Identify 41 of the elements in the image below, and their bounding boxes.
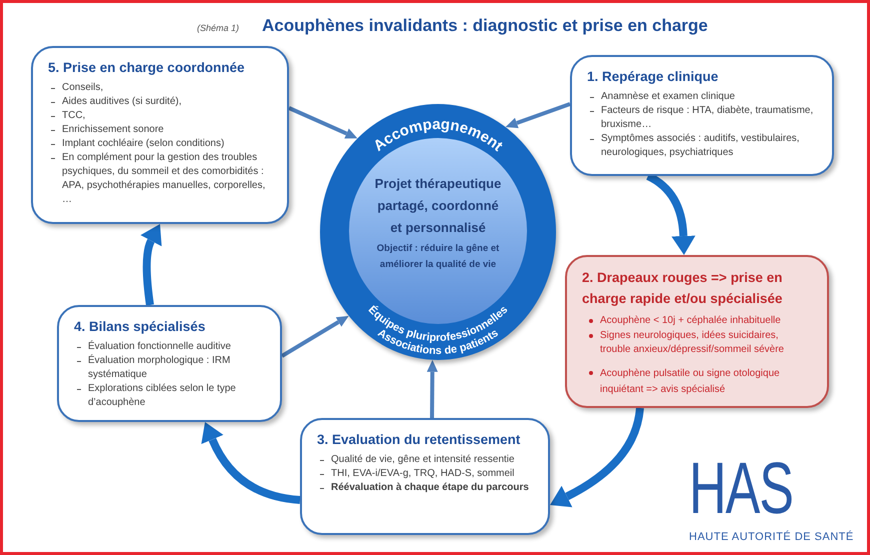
step-title: 5. Prise en charge coordonnée: [48, 59, 246, 77]
list-item: Enrichissement sonore: [51, 123, 277, 137]
list-item: Explorations ciblées selon le type d’acouphène: [77, 382, 270, 410]
curved-arrow: [201, 422, 300, 504]
step-title: 2. Drapeaux rouges => prise en charge rapide et/ou spécialisée: [582, 269, 784, 308]
curved-arrow: [140, 223, 162, 306]
core-note: Objectif : réduire la gêne et améliorer la qualité de vie: [376, 242, 500, 272]
core-title: Projet thérapeutique partagé, coordonné et personnalisé: [374, 175, 502, 237]
arrow: [426, 360, 438, 418]
step-box: [57, 305, 282, 422]
arrow: [288, 106, 358, 139]
list-item: THI, EVA-i/EVA-g, TRQ, HAD-S, sommeil: [320, 467, 538, 481]
list-item: Acouphène < 10j + céphalée inhabituelle: [589, 314, 805, 328]
list-item: En complément pour la gestion des troubles psychiques, du sommeil et des comorbidités : APA, psychothérapies manuelles, corporelles, …: [51, 151, 277, 207]
arrow: [506, 102, 571, 128]
alert-box: [565, 255, 829, 408]
figure-number: (Shéma 1): [197, 22, 240, 35]
organization-name: HAUTE AUTORITÉ DE SANTÉ: [689, 530, 854, 544]
diagram-title: Acouphènes invalidants : diagnostic et prise en charge: [262, 15, 708, 37]
list-item: Symptômes associés : auditifs, vestibulaires, neurologiques, psychiatriques: [590, 132, 822, 160]
step-box: [570, 55, 834, 176]
list-item: Conseils,: [51, 81, 277, 95]
list-item: Facteurs de risque : HTA, diabète, traumatisme, bruxisme…: [590, 104, 822, 132]
step-title: 4. Bilans spécialisés: [74, 318, 206, 336]
organization-acronym: HAS: [689, 453, 793, 526]
list-item: Aides auditives (si surdité),: [51, 95, 277, 109]
step-title: 3. Evaluation du retentissement: [317, 431, 522, 449]
step-box: [31, 46, 289, 224]
list-item: Anamnèse et examen clinique: [590, 90, 822, 104]
list-item: TCC,: [51, 109, 277, 123]
list-item: Qualité de vie, gêne et intensité ressentie: [320, 453, 538, 467]
list-item: Évaluation morphologique : IRM systématique: [77, 354, 270, 382]
list-item: Implant cochléaire (selon conditions): [51, 137, 277, 151]
list-item: Acouphène pulsatile ou signe otologique inquiétant => avis spécialisé: [589, 366, 805, 398]
curved-arrow: [550, 408, 644, 508]
list-item: Réévaluation à chaque étape du parcours: [320, 481, 538, 495]
step-box: [300, 418, 550, 535]
list-item: Évaluation fonctionnelle auditive: [77, 340, 270, 354]
arrow: [280, 316, 349, 358]
step-title: 1. Repérage clinique: [587, 68, 720, 86]
list-item: Signes neurologiques, idées suicidaires, trouble anxieux/dépressif/sommeil sévère: [589, 328, 805, 358]
